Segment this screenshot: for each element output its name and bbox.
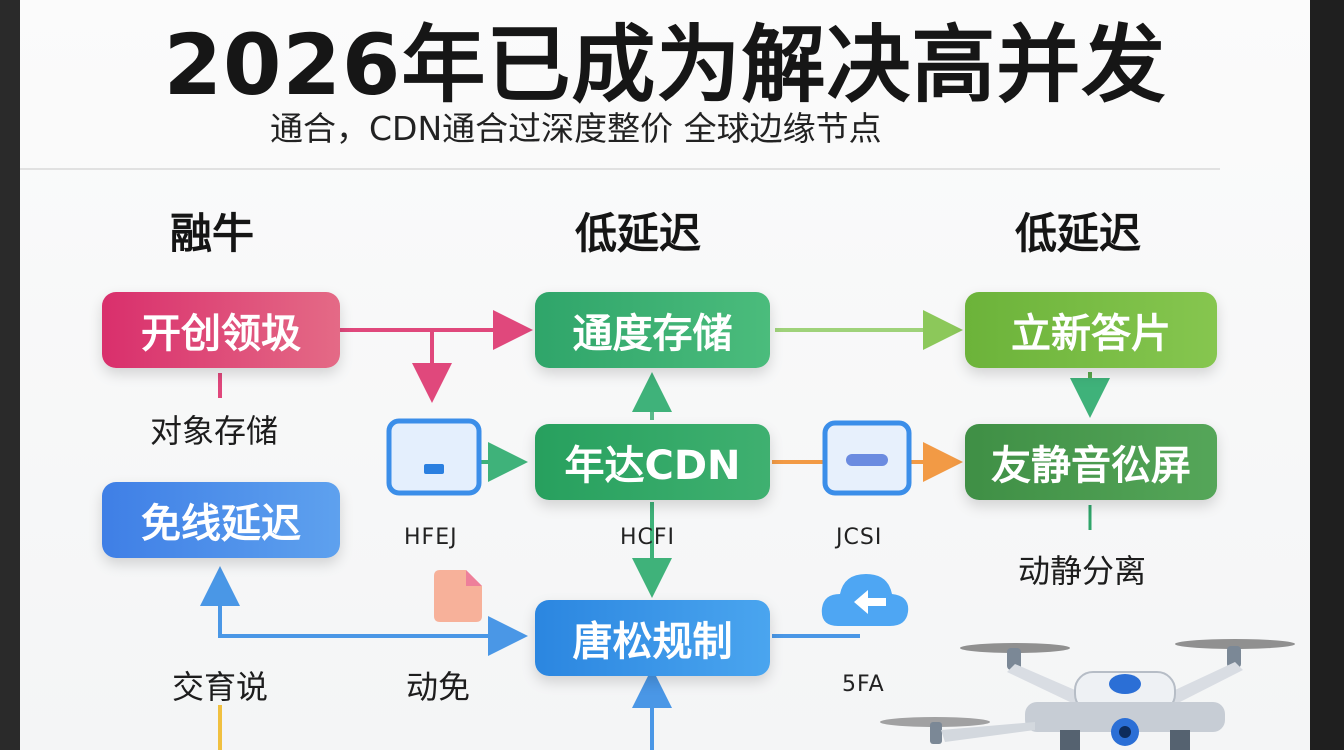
node-mianxian: 免线延迟: [102, 482, 340, 558]
node-lixin: 立新答片: [965, 292, 1217, 368]
page-title: 2026年已成为解决高并发: [163, 16, 1167, 114]
column-heading-middle: 低延迟: [575, 209, 702, 258]
document-icon: [434, 570, 482, 622]
node-nianda: 年达CDN: [535, 424, 770, 500]
node-tongdu: 通度存储: [535, 292, 770, 368]
label-dongjing: 动静分离: [1018, 552, 1147, 590]
cloud-arrow-icon: [821, 574, 909, 626]
diagram-board: 2026年已成为解决高并发 通合，CDN通合过深度整价 全球边缘节点 融牛 低延…: [20, 0, 1310, 750]
node-tangsong: 唐松规制: [535, 600, 770, 676]
monitor-icon: [386, 418, 482, 496]
label-dongmian: 动免: [406, 668, 471, 706]
label-jiaoyu: 交育说: [172, 668, 269, 706]
divider: [20, 168, 1220, 170]
node-youjing: 友静音彸屏: [965, 424, 1217, 500]
label-jcsi: JCSI: [836, 525, 883, 550]
label-duixiang: 对象存储: [150, 412, 279, 450]
page-subtitle: 通合，CDN通合过深度整价 全球边缘节点: [270, 109, 882, 148]
node-kaichuang: 开创领圾: [102, 292, 340, 368]
drone-illustration: [880, 639, 1295, 750]
label-hcfi: HCFI: [620, 525, 676, 550]
label-sfa: 5FA: [842, 672, 885, 697]
column-heading-right: 低延迟: [1015, 209, 1142, 258]
label-hfej: HFEJ: [404, 525, 458, 550]
column-heading-left: 融牛: [170, 209, 255, 258]
monitor-bezel: [1310, 0, 1344, 750]
window-icon: [822, 420, 912, 496]
